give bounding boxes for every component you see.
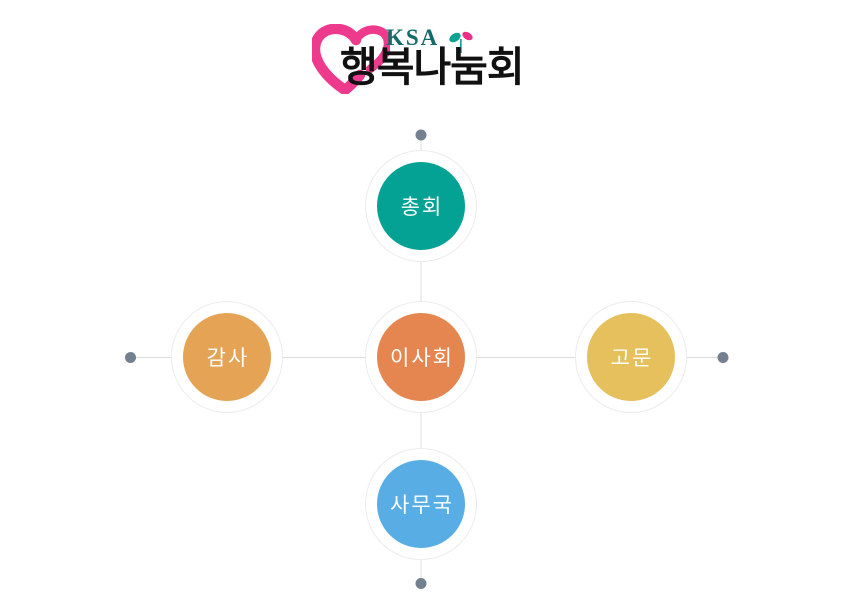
org-node-circle: 총회 bbox=[377, 162, 465, 250]
org-node-circle: 고문 bbox=[587, 313, 675, 401]
org-node-board-of-directors: 이사회 bbox=[365, 301, 477, 413]
connector-endpoint-dot-left bbox=[125, 352, 136, 363]
org-node-circle: 감사 bbox=[183, 313, 271, 401]
heart-icon bbox=[312, 24, 390, 94]
org-node-label: 감사 bbox=[206, 347, 250, 370]
org-node-label: 이사회 bbox=[390, 347, 454, 370]
org-node-label: 총회 bbox=[400, 196, 444, 219]
org-node-auditor: 감사 bbox=[171, 301, 283, 413]
org-node-general-assembly: 총회 bbox=[365, 150, 477, 262]
org-node-circle: 사무국 bbox=[377, 460, 465, 548]
connector-endpoint-dot-right bbox=[717, 352, 729, 363]
org-node-label: 사무국 bbox=[390, 494, 454, 517]
org-node-label: 고문 bbox=[610, 347, 654, 370]
logo-ksa-text: KSA bbox=[386, 25, 440, 50]
connector-endpoint-dot-bottom bbox=[415, 578, 427, 589]
sprout-icon bbox=[449, 31, 473, 54]
connector-endpoint-dot-top bbox=[415, 129, 427, 141]
org-node-circle: 이사회 bbox=[377, 313, 465, 401]
org-node-secretariat: 사무국 bbox=[365, 448, 477, 560]
logo: KSA 행복나눔회 bbox=[312, 16, 572, 100]
org-node-advisor: 고문 bbox=[575, 301, 687, 413]
logo-org-name: 행복나눔회 bbox=[340, 44, 525, 90]
